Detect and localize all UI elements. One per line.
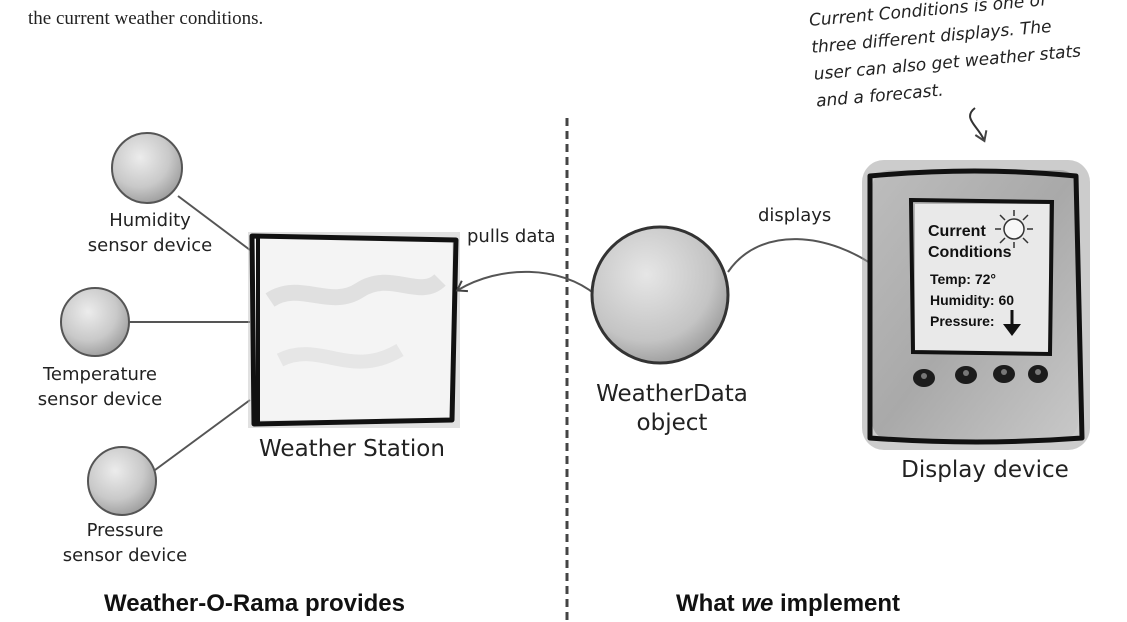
sensor-label-line: sensor device — [37, 389, 163, 410]
weatherdata-label-line: WeatherData — [596, 381, 748, 407]
pressure-down-arrow-icon — [1003, 310, 1021, 336]
screen-readings: Temp: 72° Humidity: 60 Pressure: — [930, 269, 1014, 332]
annotation-arrow — [969, 107, 988, 143]
title-emphasis: we — [741, 590, 774, 617]
weather-station-label: Weather Station — [259, 436, 445, 462]
pulls-data-label: pulls data — [467, 226, 556, 247]
title-part: What — [676, 590, 742, 617]
humidity-connector — [177, 195, 251, 251]
screen-title-line: Conditions — [928, 244, 1012, 261]
weatherdata-ball — [590, 225, 730, 365]
humidity-sensor — [111, 132, 183, 204]
pressure-sensor — [87, 446, 157, 516]
pulls-data-arrow — [455, 270, 597, 296]
sensor-label-line: sensor device — [62, 545, 188, 566]
displays-arrow — [727, 238, 883, 273]
intro-text: the current weather conditions. — [28, 8, 264, 29]
sensor-label-line: Pressure — [86, 520, 164, 541]
pressure-sensor-label: Pressure sensor device — [45, 518, 205, 568]
displays-label: displays — [758, 205, 832, 226]
display-device-label: Display device — [901, 457, 1069, 483]
screen-pressure: Pressure: — [930, 313, 995, 329]
sensor-label-line: sensor device — [87, 235, 213, 256]
weatherdata-label-line: object — [636, 410, 708, 436]
pressure-connector — [154, 399, 251, 471]
display-device — [862, 160, 1090, 450]
temperature-sensor-label: Temperature sensor device — [20, 362, 180, 412]
weather-o-rama-provides-title: Weather-O-Rama provides — [104, 590, 405, 617]
humidity-sensor-label: Humidity sensor device — [70, 208, 230, 258]
weather-station-box — [248, 232, 460, 428]
sensor-label-line: Temperature — [42, 364, 158, 385]
screen-title-line: Current — [928, 223, 986, 240]
temperature-sensor — [60, 287, 130, 357]
screen-title: Current Conditions — [928, 221, 1012, 263]
screen-humidity: Humidity: 60 — [930, 292, 1015, 308]
weatherdata-label: WeatherData object — [582, 380, 762, 438]
screen-temp: Temp: 72° — [930, 271, 997, 287]
title-part: implement — [773, 590, 901, 617]
sensor-label-line: Humidity — [109, 210, 191, 231]
sun-icon — [995, 210, 1033, 248]
what-we-implement-title: What we implement — [676, 590, 900, 618]
